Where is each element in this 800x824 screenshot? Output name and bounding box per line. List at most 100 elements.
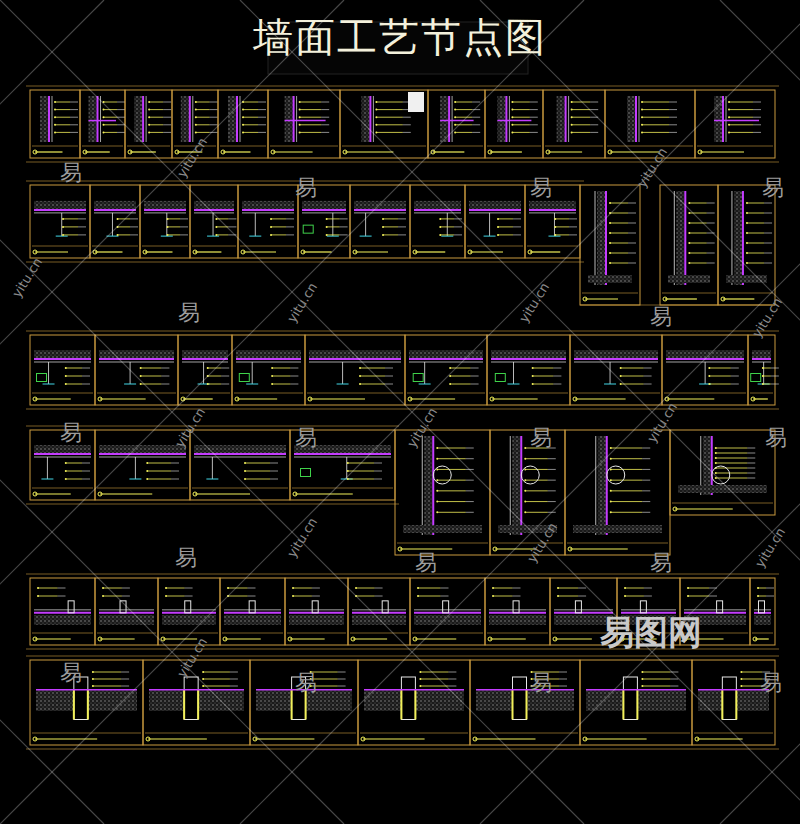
leader-dot xyxy=(715,447,717,449)
note-stroke xyxy=(472,132,480,133)
watermark-text: yitu.cn xyxy=(749,295,785,340)
leader-dot xyxy=(728,101,730,103)
leader-line xyxy=(141,376,162,377)
board-line xyxy=(294,457,391,458)
joint-block xyxy=(184,677,198,720)
leader-line xyxy=(729,132,753,133)
sealant-line xyxy=(87,690,89,720)
leader-dot xyxy=(554,226,556,228)
leader-dot xyxy=(148,101,150,103)
leader-line xyxy=(741,686,762,687)
fixture-outline xyxy=(301,469,311,477)
board-line xyxy=(94,212,136,213)
tile-line xyxy=(352,609,406,610)
caption-rule xyxy=(407,393,485,394)
caption-symbol xyxy=(143,250,147,254)
leader-dot xyxy=(708,367,710,369)
band-rule xyxy=(26,86,779,87)
note-stroke xyxy=(471,368,479,369)
leader-line xyxy=(293,596,312,597)
note-stroke xyxy=(78,226,86,227)
caption-symbol xyxy=(353,250,357,254)
note-stroke xyxy=(210,102,218,103)
note-stroke xyxy=(454,234,462,235)
leader-line xyxy=(747,213,764,214)
leader-dot xyxy=(524,501,526,503)
leader-line xyxy=(758,588,766,589)
note-stroke xyxy=(82,463,90,464)
watermark-line xyxy=(240,0,800,824)
note-stroke xyxy=(321,132,329,133)
slab-hatch xyxy=(302,201,346,209)
caption-stroke xyxy=(400,548,452,549)
floor-hatch xyxy=(588,275,632,283)
note-stroke xyxy=(747,458,755,459)
caption-rule xyxy=(82,146,123,147)
band-rule xyxy=(26,262,584,263)
note-stroke xyxy=(82,368,90,369)
note-stroke xyxy=(466,512,474,513)
wall-hatch xyxy=(557,96,565,142)
note-stroke xyxy=(70,132,78,133)
leader-dot xyxy=(524,490,526,492)
note-stroke xyxy=(82,471,90,472)
leader-line xyxy=(243,117,258,118)
slab-hatch xyxy=(94,201,136,209)
note-stroke xyxy=(58,596,66,597)
detail-frame xyxy=(30,335,95,405)
caption-rule xyxy=(607,146,693,147)
leader-dot xyxy=(436,447,438,449)
board-line xyxy=(595,436,596,535)
wall-hatch xyxy=(285,96,293,142)
leader-line xyxy=(611,458,643,459)
note-stroke xyxy=(70,117,78,118)
caption-rule xyxy=(582,293,638,294)
finish-layer xyxy=(34,453,91,455)
leader-dot xyxy=(571,124,573,126)
leader-line xyxy=(147,479,171,480)
caption-stroke xyxy=(35,251,68,252)
watermark-text: 易 xyxy=(60,658,82,688)
watermark-line xyxy=(0,0,104,824)
leader-dot xyxy=(708,375,710,377)
note-stroke xyxy=(590,132,598,133)
detail-frame xyxy=(580,185,640,305)
leader-line xyxy=(741,679,762,680)
note-stroke xyxy=(122,596,130,597)
note-stroke xyxy=(747,453,755,454)
leader-dot xyxy=(419,678,421,680)
note-stroke xyxy=(185,588,193,589)
leader-dot xyxy=(148,109,150,111)
slab-hatch xyxy=(574,350,658,358)
watermark-text: yitu.cn xyxy=(9,255,45,300)
note-stroke xyxy=(670,679,678,680)
caption-stroke xyxy=(490,638,526,639)
leader-line xyxy=(66,471,82,472)
leader-line xyxy=(208,384,222,385)
watermark-line xyxy=(480,0,800,824)
leader-line xyxy=(493,596,513,597)
note-stroke xyxy=(771,368,779,369)
leader-line xyxy=(272,384,290,385)
wall-hatch xyxy=(676,191,684,285)
note-stroke xyxy=(121,686,129,687)
caption-symbol xyxy=(568,547,572,551)
tile-line xyxy=(289,609,344,610)
leader-line xyxy=(555,218,569,219)
leader-dot xyxy=(641,124,643,126)
note-stroke xyxy=(578,588,586,589)
board-line xyxy=(354,212,406,213)
caption-rule xyxy=(234,393,303,394)
note-stroke xyxy=(180,218,188,219)
note-stroke xyxy=(466,458,474,459)
edge-trim xyxy=(443,601,449,613)
caption-symbol xyxy=(413,637,417,641)
note-stroke xyxy=(221,376,229,377)
leader-dot xyxy=(54,124,56,126)
leader-dot xyxy=(454,109,456,111)
leader-dot xyxy=(571,116,573,118)
slab-hatch xyxy=(491,350,566,358)
leader-dot xyxy=(688,212,690,214)
note-stroke xyxy=(130,234,138,235)
